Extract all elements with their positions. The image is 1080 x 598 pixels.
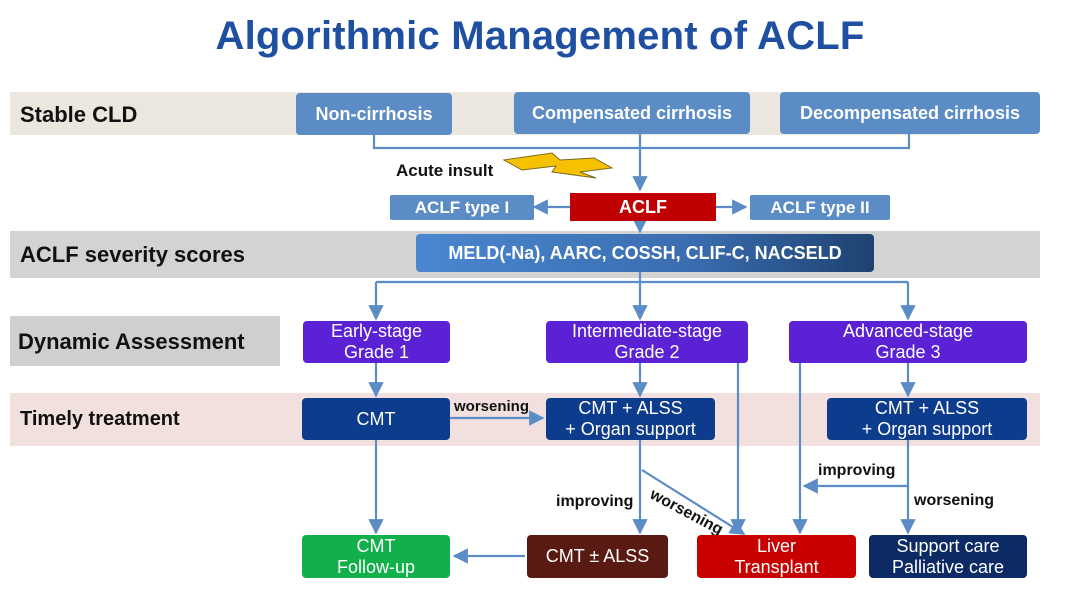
arrow-worsening-to-liver	[641, 469, 746, 535]
grade1-box: Early-stage Grade 1	[303, 321, 450, 363]
band-label-dynamic-assessment: Dynamic Assessment	[18, 329, 245, 354]
aclf-type1-box: ACLF type I	[390, 195, 534, 220]
grade2-box: Intermediate-stage Grade 2	[546, 321, 748, 363]
grade1-grade: Grade 1	[343, 342, 410, 362]
right-treatment-line2: + Organ support	[861, 419, 993, 439]
lightning-bolt-icon	[502, 152, 614, 179]
mid-treatment-line1: CMT + ALSS	[578, 398, 683, 419]
page-title: Algorithmic Management of ACLF	[215, 14, 865, 58]
severity-scores-box: MELD(-Na), AARC, COSSH, CLIF-C, NACSELD	[416, 234, 874, 272]
connector-non-cirrhosis	[372, 135, 640, 150]
non-cirrhosis-box: Non-cirrhosis	[296, 93, 452, 135]
decompensated-cirrhosis-box: Decompensated cirrhosis	[780, 92, 1040, 134]
compensated-cirrhosis-box: Compensated cirrhosis	[514, 92, 750, 134]
worsening-top-label: worsening	[454, 398, 530, 415]
right-treatment-box: CMT + ALSS + Organ support	[827, 398, 1027, 440]
band-label-stable-cld: Stable CLD	[20, 102, 138, 127]
grade3-stage: Advanced-stage	[842, 321, 974, 342]
liver-transplant-box: Liver Transplant	[697, 535, 856, 578]
support-care-line2: Palliative care	[891, 556, 1005, 577]
liver-transplant-line2: Transplant	[734, 556, 819, 577]
connector-decompensated	[640, 134, 911, 150]
band-label-timely-treatment: Timely treatment	[20, 408, 180, 430]
aclf-type2-box: ACLF type II	[750, 195, 890, 220]
improving-right-label: improving	[818, 462, 896, 479]
band-dynamic-assessment	[10, 316, 280, 366]
improving-left-label: improving	[556, 493, 634, 510]
grade3-box: Advanced-stage Grade 3	[789, 321, 1027, 363]
liver-transplant-line1: Liver	[756, 535, 796, 556]
mid-treatment-box: CMT + ALSS + Organ support	[546, 398, 715, 440]
grade1-stage: Early-stage	[330, 321, 423, 342]
grade3-grade: Grade 3	[875, 342, 941, 362]
support-care-line1: Support care	[896, 535, 1000, 556]
worsening-right-label: worsening	[914, 492, 995, 509]
grade2-grade: Grade 2	[614, 342, 680, 362]
right-treatment-line1: CMT + ALSS	[874, 398, 980, 419]
cmt-alss-box: CMT ± ALSS	[527, 535, 668, 578]
support-care-box: Support care Palliative care	[869, 535, 1027, 578]
band-label-severity-scores: ACLF severity scores	[20, 242, 245, 267]
followup-line2: Follow-up	[336, 556, 416, 577]
followup-line1: CMT	[356, 535, 396, 556]
followup-box: CMT Follow-up	[302, 535, 450, 578]
acute-insult-label: Acute insult	[396, 161, 494, 180]
mid-treatment-line2: + Organ support	[565, 419, 696, 439]
cmt-box: CMT	[302, 398, 450, 440]
grade2-stage: Intermediate-stage	[571, 321, 723, 342]
aclf-box: ACLF	[570, 193, 716, 221]
